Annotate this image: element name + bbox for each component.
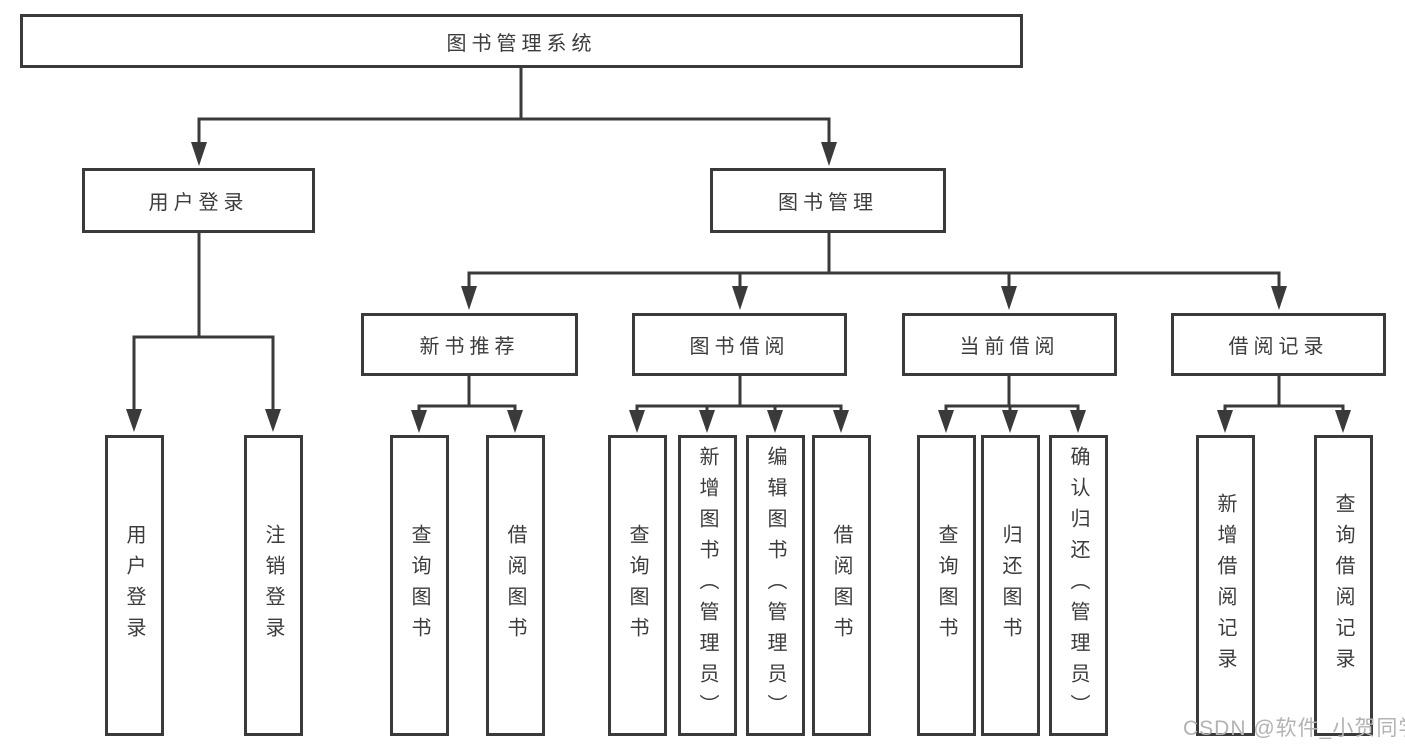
leaf-add-borrow-record: 新增借阅记录 bbox=[1196, 435, 1255, 736]
node-new-book-recommend: 新书推荐 bbox=[361, 313, 578, 376]
node-book-borrow: 图书借阅 bbox=[632, 313, 847, 376]
leaf-user-login: 用户登录 bbox=[105, 435, 164, 736]
leaf-query-borrow-record: 查询借阅记录 bbox=[1314, 435, 1373, 736]
leaf-borrow-books-recommend: 借阅图书 bbox=[486, 435, 545, 736]
leaf-confirm-return-admin: 确认归还（管理员） bbox=[1049, 435, 1108, 736]
leaf-logout-login: 注销登录 bbox=[244, 435, 303, 736]
node-book-management: 图书管理 bbox=[710, 168, 946, 233]
leaf-borrow-books: 借阅图书 bbox=[812, 435, 871, 736]
leaf-return-books: 归还图书 bbox=[981, 435, 1040, 736]
watermark: CSDN @软件_小贺同学 bbox=[1183, 717, 1405, 740]
node-user-login: 用户登录 bbox=[82, 168, 315, 233]
arrowheads bbox=[126, 142, 1351, 433]
leaf-add-books-admin: 新增图书（管理员） bbox=[678, 435, 737, 736]
leaf-query-books-current: 查询图书 bbox=[917, 435, 976, 736]
leaf-query-books-borrow: 查询图书 bbox=[608, 435, 667, 736]
node-borrow-records: 借阅记录 bbox=[1171, 313, 1386, 376]
node-library-system: 图书管理系统 bbox=[20, 14, 1023, 68]
node-current-borrow: 当前借阅 bbox=[902, 313, 1117, 376]
leaf-edit-books-admin: 编辑图书（管理员） bbox=[746, 435, 805, 736]
leaf-query-books-recommend: 查询图书 bbox=[390, 435, 449, 736]
